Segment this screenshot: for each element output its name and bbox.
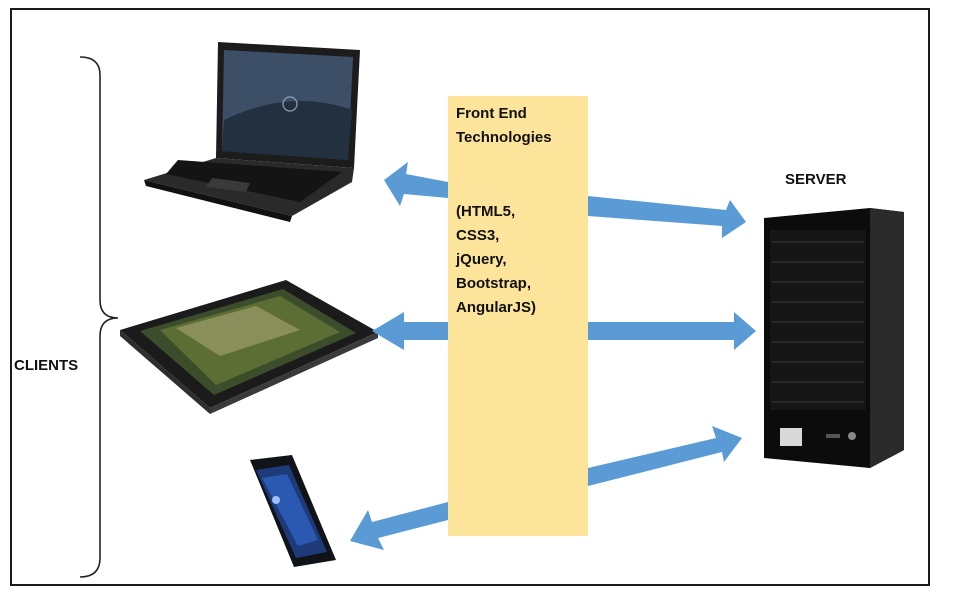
arrow-to-tablet	[372, 312, 448, 350]
clients-brace	[79, 56, 119, 578]
arrow-to-server-top	[588, 196, 746, 238]
server-label: SERVER	[785, 171, 847, 188]
server-tower-icon	[764, 208, 904, 468]
tablet-icon	[120, 280, 378, 414]
clients-label: CLIENTS	[14, 357, 79, 374]
tech-box-title: Front End Technologies	[456, 105, 552, 146]
tech-box-list: (HTML5, CSS3, jQuery, Bootstrap, Angular…	[456, 203, 537, 316]
arrows	[350, 162, 756, 550]
arrow-to-server-bottom	[588, 426, 742, 486]
phone-icon	[250, 455, 336, 567]
front-end-technologies-box: Front End Technologies (HTML5, CSS3, jQu…	[448, 96, 588, 536]
arrow-to-server-middle	[588, 312, 756, 350]
arrow-to-phone	[350, 502, 448, 550]
laptop-icon	[144, 42, 360, 222]
arrow-to-laptop	[384, 162, 448, 206]
